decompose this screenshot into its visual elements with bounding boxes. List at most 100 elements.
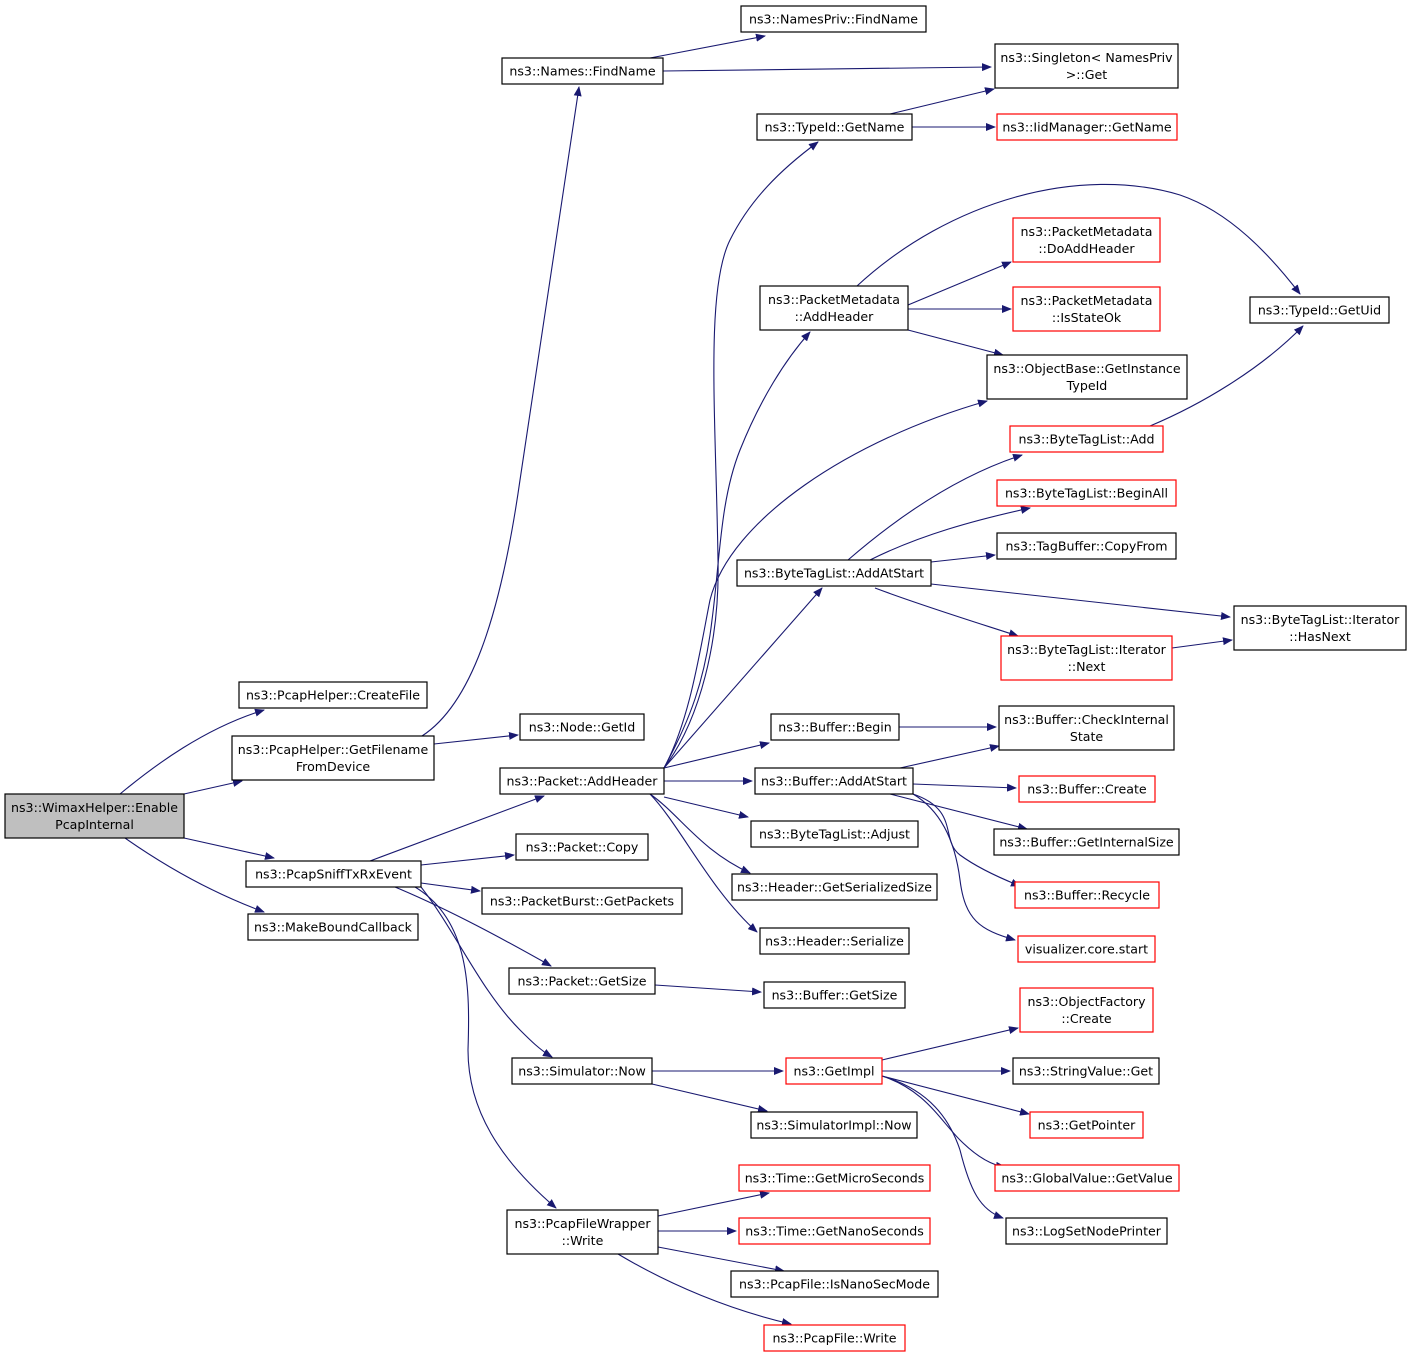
node-nodegetid[interactable]: ns3::Node::GetId (519, 713, 645, 741)
node-packetaddheader[interactable]: ns3::Packet::AddHeader (499, 767, 665, 795)
node-btlnext[interactable]: ns3::ByteTagList::Iterator::Next (1000, 635, 1173, 681)
node-label: ns3::PacketMetadata (1021, 224, 1153, 239)
node-label: ns3::Packet::AddHeader (507, 774, 659, 789)
node-hdrgetser[interactable]: ns3::Header::GetSerializedSize (731, 873, 938, 901)
edge-btladd-to-typeidgetuid (1149, 325, 1304, 427)
edge-line (649, 793, 758, 933)
node-typeidgetuid[interactable]: ns3::TypeId::GetUid (1249, 296, 1390, 324)
node-getimpl[interactable]: ns3::GetImpl (785, 1057, 883, 1085)
edge-bufaddatstart-to-bufgetinternal (889, 793, 1028, 831)
edge-line (899, 744, 1000, 769)
edge-line (847, 453, 1023, 561)
node-btlhasnext[interactable]: ns3::ByteTagList::Iterator::HasNext (1233, 605, 1407, 651)
node-bufbegin[interactable]: ns3::Buffer::Begin (770, 713, 900, 741)
node-burstget[interactable]: ns3::PacketBurst::GetPackets (481, 887, 683, 915)
edge-root-to-makebound (124, 837, 265, 913)
node-label: State (1070, 729, 1104, 744)
node-simimplnow[interactable]: ns3::SimulatorImpl::Now (750, 1111, 918, 1139)
edge-pcapwrapperwrite-to-pcapwrite (617, 1253, 792, 1326)
edge-typeidgetname-to-singleton (889, 87, 995, 115)
node-box (506, 1209, 659, 1255)
edge-line (394, 886, 552, 967)
node-pmdoadd[interactable]: ns3::PacketMetadata::DoAddHeader (1012, 217, 1161, 263)
node-typeidgetname[interactable]: ns3::TypeId::GetName (756, 113, 913, 141)
node-box (499, 767, 665, 795)
node-box (1014, 881, 1160, 909)
node-createfile[interactable]: ns3::PcapHelper::CreateFile (238, 681, 428, 709)
edge-bufaddatstart-to-vizstart (912, 793, 1016, 942)
node-makebound[interactable]: ns3::MakeBoundCallback (247, 913, 419, 941)
edge-namesfind-to-namesprivfind (649, 33, 766, 59)
node-label: ns3::GetImpl (794, 1064, 875, 1079)
edge-line (663, 141, 819, 769)
node-label: ns3::IidManager::GetName (1002, 120, 1172, 135)
node-label: TypeId (1066, 378, 1108, 393)
edge-sniff-to-simnow (420, 886, 553, 1058)
node-getpointer[interactable]: ns3::GetPointer (1029, 1111, 1144, 1139)
node-pmaddheader[interactable]: ns3::PacketMetadata::AddHeader (759, 285, 909, 331)
node-packetcopy[interactable]: ns3::Packet::Copy (515, 833, 649, 861)
edge-line (912, 793, 1021, 887)
node-timenano[interactable]: ns3::Time::GetNanoSeconds (738, 1217, 931, 1245)
node-singleton[interactable]: ns3::Singleton< NamesPriv>::Get (994, 43, 1179, 89)
edge-line (663, 587, 823, 769)
node-pcapwrite[interactable]: ns3::PcapFile::Write (763, 1324, 906, 1352)
node-bufrecycle[interactable]: ns3::Buffer::Recycle (1014, 881, 1160, 909)
node-label: ns3::GetPointer (1038, 1118, 1137, 1133)
node-btladjust[interactable]: ns3::ByteTagList::Adjust (750, 820, 919, 848)
node-timemicro[interactable]: ns3::Time::GetMicroSeconds (738, 1164, 931, 1192)
edge-line (663, 399, 988, 769)
node-bufcreate[interactable]: ns3::Buffer::Create (1018, 775, 1156, 803)
node-btlbeginall[interactable]: ns3::ByteTagList::BeginAll (996, 479, 1177, 507)
node-vizstart[interactable]: visualizer.core.start (1017, 935, 1156, 963)
node-pcapisnano[interactable]: ns3::PcapFile::IsNanoSecMode (730, 1270, 939, 1298)
node-strvalget[interactable]: ns3::StringValue::Get (1012, 1057, 1160, 1085)
node-hdrser[interactable]: ns3::Header::Serialize (759, 927, 910, 955)
node-btladdatstart[interactable]: ns3::ByteTagList::AddAtStart (736, 559, 932, 587)
edge-namesfind-to-singleton (662, 63, 992, 72)
node-bufgetinternal[interactable]: ns3::Buffer::GetInternalSize (993, 828, 1180, 856)
node-box (750, 820, 919, 848)
node-objfactcreate[interactable]: ns3::ObjectFactory::Create (1019, 987, 1154, 1033)
edge-root-to-createfile (119, 708, 265, 795)
edge-line (654, 984, 762, 996)
node-label: ns3::Buffer::GetSize (772, 988, 898, 1003)
node-namesfind[interactable]: ns3::Names::FindName (501, 57, 664, 85)
node-pmisstate[interactable]: ns3::PacketMetadata::IsStateOk (1012, 286, 1161, 332)
node-bufaddatstart[interactable]: ns3::Buffer::AddAtStart (754, 767, 914, 795)
edge-sniff-to-packetcopy (420, 851, 515, 866)
edge-line (881, 1075, 1030, 1116)
node-namesprivfind[interactable]: ns3::NamesPriv::FindName (740, 5, 927, 33)
node-lognode[interactable]: ns3::LogSetNodePrinter (1005, 1217, 1168, 1245)
node-label: ::Next (1068, 659, 1106, 674)
node-label: ns3::GlobalValue::GetValue (1001, 1171, 1173, 1186)
edge-root-to-sniff (183, 837, 275, 860)
node-label: ns3::MakeBoundCallback (254, 920, 413, 935)
node-box (231, 735, 435, 781)
node-simnow[interactable]: ns3::Simulator::Now (511, 1057, 653, 1085)
edge-line (183, 837, 275, 860)
node-box (738, 1217, 931, 1245)
node-pcapwrapperwrite[interactable]: ns3::PcapFileWrapper::Write (506, 1209, 659, 1255)
node-label: ns3::Node::GetId (529, 720, 636, 735)
node-box (1019, 987, 1154, 1033)
edge-line (369, 795, 545, 862)
node-sniff[interactable]: ns3::PcapSniffTxRxEvent (245, 860, 422, 888)
edge-line (662, 63, 992, 72)
edge-line (649, 793, 751, 874)
node-label: ns3::Header::GetSerializedSize (737, 880, 932, 895)
node-label: ns3::ByteTagList::Iterator (1007, 642, 1167, 657)
node-gvgetvalue[interactable]: ns3::GlobalValue::GetValue (994, 1164, 1180, 1192)
node-iidgetname[interactable]: ns3::IidManager::GetName (996, 113, 1178, 141)
node-btladd[interactable]: ns3::ByteTagList::Add (1009, 425, 1164, 453)
edge-line (930, 552, 996, 563)
edge-line (1171, 637, 1233, 649)
edge-sniff-to-pcapwrapperwrite (414, 886, 557, 1209)
node-tagcopy[interactable]: ns3::TagBuffer::CopyFrom (996, 532, 1177, 560)
node-bufgetsize[interactable]: ns3::Buffer::GetSize (763, 981, 906, 1009)
node-packetgetsize[interactable]: ns3::Packet::GetSize (508, 967, 656, 995)
